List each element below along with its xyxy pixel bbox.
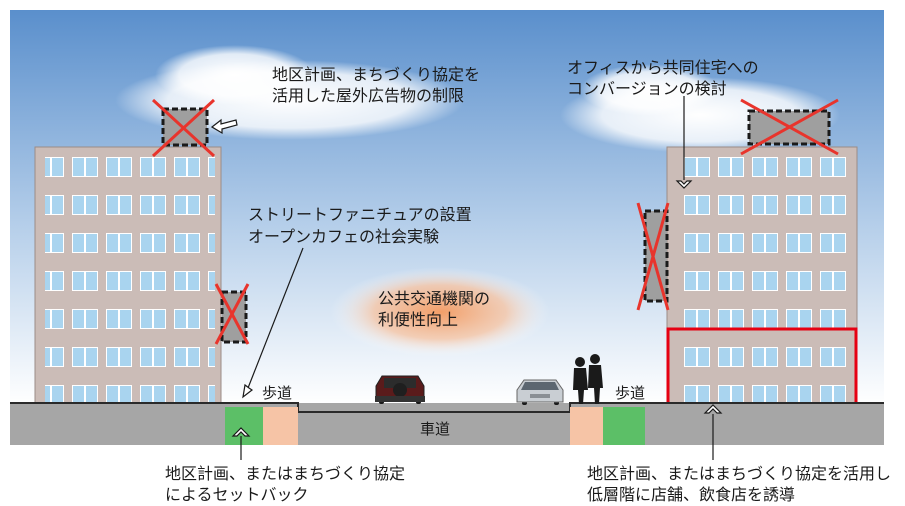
office-caption-line2: コンバージョンの検討: [567, 79, 727, 98]
left-side-billboard: [214, 283, 250, 345]
ground: [10, 402, 884, 445]
labels: 地区計画、まちづくり協定を 活用した屋外広告物の制限 オフィスから共同住宅への …: [165, 58, 891, 504]
billboard-arrow: [210, 118, 238, 135]
furniture-caption-line1: ストリートファニチュアの設置: [248, 205, 472, 224]
left-building: [34, 146, 222, 408]
right-side-billboard: [636, 202, 670, 311]
setback-arrow: [231, 427, 251, 437]
shop-arrow: [703, 404, 723, 414]
setback-caption-line1: 地区計画、またはまちづくり協定: [165, 464, 405, 483]
sidewalk-right-label: 歩道: [615, 384, 645, 402]
sidewalk-left-label: 歩道: [262, 384, 292, 402]
roadway-label: 車道: [420, 420, 450, 438]
left-green-zone: [225, 407, 263, 445]
right-setback-zone: [570, 407, 603, 445]
office-arrow: [675, 180, 693, 189]
office-caption-line1: オフィスから共同住宅への: [567, 58, 759, 77]
setback-caption-line2: によるセットバック: [165, 485, 309, 504]
billboard-caption-line1: 地区計画、まちづくり協定を: [272, 65, 480, 84]
car-left: [375, 375, 425, 404]
transit-glow: [330, 267, 550, 357]
callout-arrows: [210, 96, 723, 460]
car-right: [516, 379, 564, 405]
billboard-caption-line2: 活用した屋外広告物の制限: [272, 86, 464, 105]
furniture-caption-line2: オープンカフェの社会実験: [248, 227, 439, 246]
right-building: [666, 146, 858, 408]
left-setback-zone: [263, 407, 298, 445]
right-rooftop-billboard: [740, 98, 839, 156]
transit-caption-line1: 公共交通機関の: [378, 289, 490, 308]
shop-caption-line2: 低層階に店舗、飲食店を誘導: [587, 485, 795, 504]
right-green-zone: [603, 407, 645, 445]
transit-caption-line2: 利便性向上: [378, 310, 458, 329]
left-rooftop-billboard: [151, 98, 216, 158]
furniture-arrow: [242, 383, 254, 399]
shop-caption-line1: 地区計画、またはまちづくり協定を活用し: [587, 464, 891, 483]
pedestrians: [573, 354, 603, 404]
